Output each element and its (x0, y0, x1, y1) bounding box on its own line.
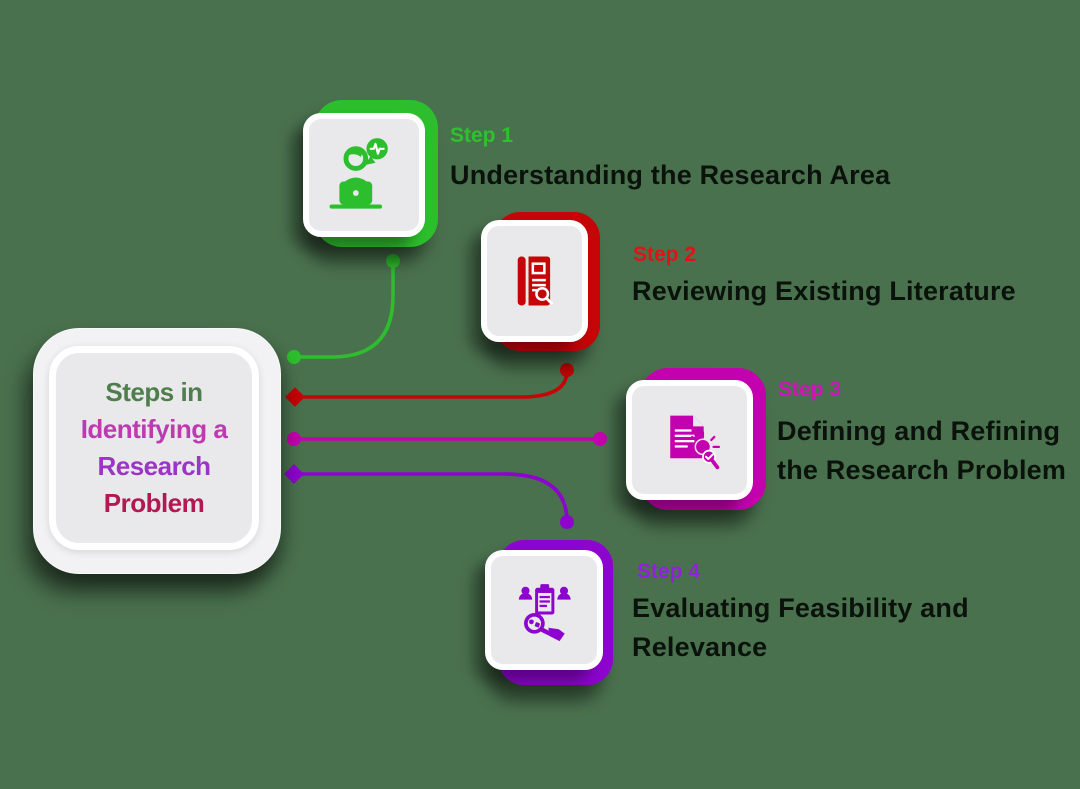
title-card-inner: Steps in Identifying a Research Problem (49, 346, 259, 550)
step-2-label: Step 2 (633, 243, 697, 266)
book-magnifier-icon (517, 256, 553, 306)
step-2-icon-card (481, 220, 588, 342)
title-line-4: Problem (103, 488, 205, 518)
step-4-label: Step 4 (637, 560, 701, 583)
title-line-1: Steps in (105, 377, 203, 407)
title-line-2: Identifying a (80, 414, 228, 444)
step-3-label: Step 3 (778, 378, 842, 401)
person-chat-laptop-icon (329, 138, 388, 209)
step-3-heading: Defining and Refining the Research Probl… (777, 416, 1067, 485)
step-4-icon-card (485, 550, 603, 670)
step-1-label: Step 1 (450, 124, 514, 147)
connector-step4 (284, 464, 574, 529)
connector-step3 (287, 432, 607, 446)
title-card: Steps in Identifying a Research Problem (33, 328, 281, 574)
connector-step2 (285, 363, 574, 407)
team-clipboard-magnifier-icon (518, 584, 571, 642)
step-1-heading: Understanding the Research Area (450, 160, 891, 190)
step-4-heading: Evaluating Feasibility and Relevance (632, 593, 969, 662)
title-line-3: Research (97, 451, 211, 481)
connector-step1 (287, 254, 400, 364)
step-2-heading: Reviewing Existing Literature (632, 276, 1016, 306)
step-1-icon-card (303, 113, 425, 237)
step-3-icon-card (626, 380, 753, 500)
document-idea-check-icon (669, 415, 720, 470)
